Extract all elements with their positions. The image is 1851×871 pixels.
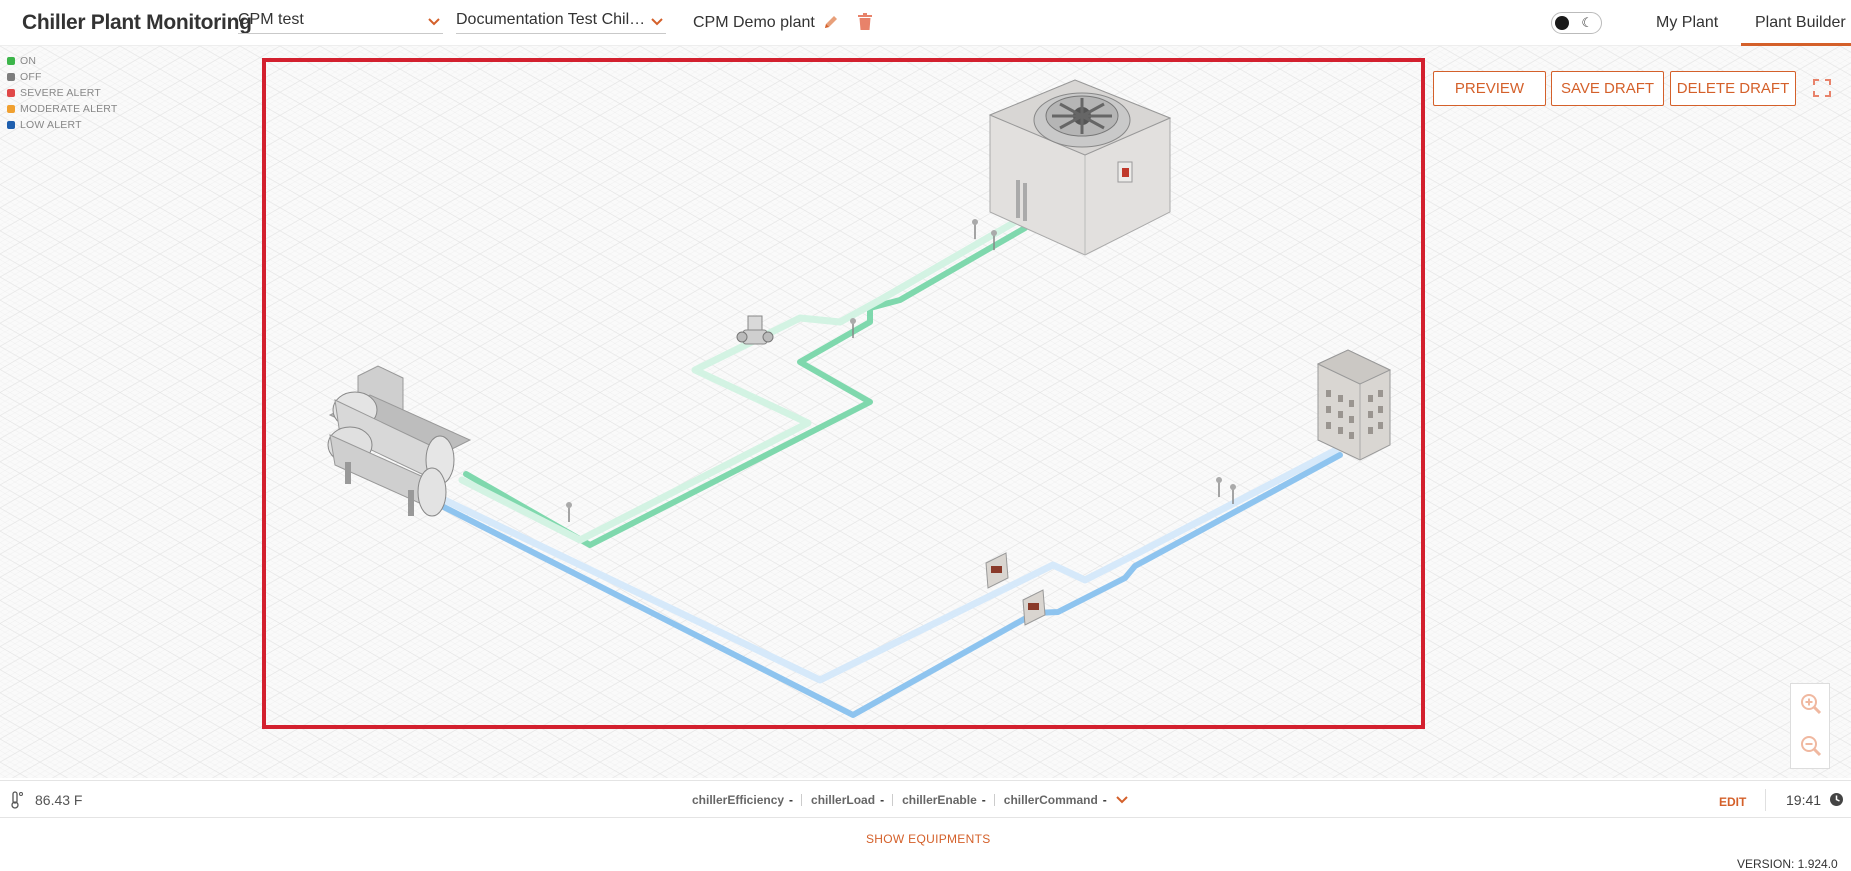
plant-canvas[interactable] [0, 46, 1851, 778]
zoom-in-icon[interactable] [1799, 692, 1823, 716]
sensor-icon[interactable] [850, 318, 856, 338]
status-dot [7, 121, 15, 129]
sensor-icon[interactable] [566, 502, 572, 522]
sensor-icon[interactable] [972, 219, 978, 239]
theme-toggle[interactable]: ☾ [1551, 12, 1602, 34]
sensor-icon[interactable] [1216, 477, 1222, 497]
plant-diagram [327, 79, 1392, 718]
chiller-select[interactable]: Documentation Test Chiller ... [456, 10, 666, 34]
toggle-knob [1555, 16, 1569, 30]
current-time: 19:41 [1786, 792, 1822, 808]
status-dot [7, 105, 15, 113]
legend-label: LOW ALERT [20, 119, 82, 131]
thermometer-icon [11, 791, 23, 809]
fullscreen-icon[interactable] [1812, 78, 1832, 98]
trash-icon[interactable] [857, 12, 873, 31]
param-value: - [880, 793, 885, 807]
chiller-unit[interactable] [327, 365, 472, 517]
param-name: chillerEfficiency [692, 793, 785, 807]
tab-plant-builder[interactable]: Plant Builder [1755, 14, 1846, 31]
legend-item-moderate-alert: MODERATE ALERT [7, 101, 118, 117]
save-draft-button[interactable]: SAVE DRAFT [1551, 71, 1664, 106]
chevron-down-icon [428, 18, 440, 26]
pipe-sensors [566, 219, 1236, 522]
plant-name: CPM Demo plant [693, 14, 815, 31]
tab-my-plant[interactable]: My Plant [1656, 14, 1719, 31]
chilled-water-return-pipe[interactable] [427, 452, 1343, 718]
project-select[interactable]: CPM test [238, 10, 443, 34]
clock-icon [1830, 793, 1843, 806]
top-bar: Chiller Plant Monitoring CPM test Docume… [0, 0, 1851, 46]
flow-meter[interactable] [736, 315, 774, 345]
preview-button[interactable]: PREVIEW [1433, 71, 1546, 106]
chilled-water-supply-pipe[interactable] [426, 444, 1344, 684]
param-value: - [981, 793, 986, 807]
param-value: - [789, 793, 794, 807]
app-title: Chiller Plant Monitoring [22, 11, 252, 34]
moon-icon: ☾ [1581, 15, 1593, 30]
divider [1765, 789, 1766, 811]
param-name: chillerLoad [811, 793, 876, 807]
edit-params-button[interactable]: EDIT [1719, 795, 1747, 809]
legend-label: ON [20, 55, 37, 67]
divider [892, 794, 894, 806]
delete-draft-button[interactable]: DELETE DRAFT [1670, 71, 1796, 106]
status-dot [7, 73, 15, 81]
legend-item-low-alert: LOW ALERT [7, 117, 118, 133]
zoom-controls [1790, 683, 1830, 769]
sensor-icon[interactable] [991, 230, 997, 250]
divider [801, 794, 803, 806]
legend-label: MODERATE ALERT [20, 103, 118, 115]
legend-label: SEVERE ALERT [20, 87, 101, 99]
zoom-out-icon[interactable] [1799, 734, 1823, 758]
chevron-down-icon [651, 18, 663, 26]
cooling-tower[interactable] [988, 79, 1172, 256]
status-legend: ON OFF SEVERE ALERT MODERATE ALERT LOW A… [7, 53, 118, 133]
divider [993, 794, 995, 806]
param-name: chillerEnable [902, 793, 977, 807]
selection-frame [262, 58, 1425, 729]
chevron-down-icon[interactable] [1115, 793, 1129, 807]
pump-panel-2[interactable] [1022, 589, 1046, 626]
edit-pencil-icon[interactable] [822, 13, 840, 31]
sensor-icon[interactable] [1230, 484, 1236, 504]
param-value: - [1102, 793, 1107, 807]
outdoor-temperature: 86.43 F [35, 792, 83, 808]
isometric-grid [0, 46, 1851, 778]
status-dot [7, 57, 15, 65]
status-dot [7, 89, 15, 97]
legend-label: OFF [20, 71, 42, 83]
param-name: chillerCommand [1003, 793, 1098, 807]
status-bar: 86.43 F chillerEfficiency - chillerLoad … [0, 780, 1851, 818]
pump-panel-1[interactable] [985, 552, 1009, 589]
version-label: VERSION: 1.924.0 [1737, 857, 1838, 871]
legend-item-severe-alert: SEVERE ALERT [7, 85, 118, 101]
condenser-water-supply-pipe[interactable] [463, 225, 1028, 548]
active-tab-indicator [1741, 43, 1851, 46]
show-equipments-link[interactable]: SHOW EQUIPMENTS [866, 832, 991, 846]
legend-item-off: OFF [7, 69, 118, 85]
legend-item-on: ON [7, 53, 118, 69]
chiller-params: chillerEfficiency - chillerLoad - chille… [692, 793, 1129, 807]
building[interactable] [1316, 349, 1392, 461]
